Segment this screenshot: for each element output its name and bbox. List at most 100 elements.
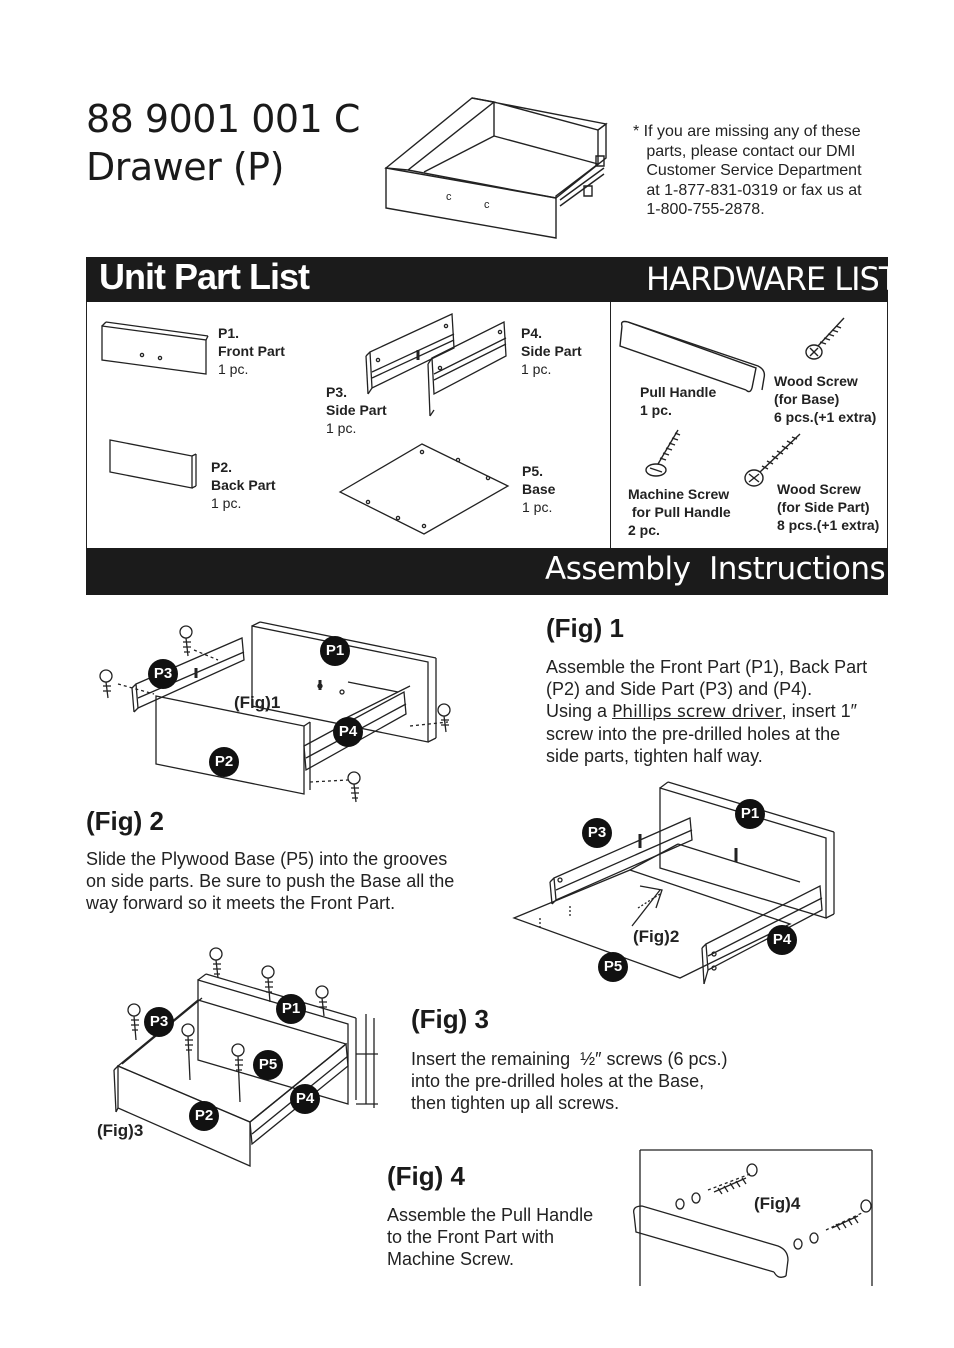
hw-wood-screw-base-detail: (for Base) — [774, 391, 840, 407]
fig4-tag: (Fig)4 — [754, 1194, 801, 1213]
part-p4-name: Side Part — [521, 343, 582, 359]
fig1-badge-p3: P3 — [148, 659, 178, 689]
assembly-title: Assembly Instructions — [545, 551, 886, 587]
fig1-line-3: Using a Phillips screw driver, insert 1″ — [546, 700, 896, 723]
fig1-line-3-suffix: , insert 1″ — [781, 701, 858, 721]
hw-wood-screw-base-label: Wood Screw (for Base) 6 pcs.(+1 extra) — [774, 372, 876, 426]
part-p3-qty: 1 pc. — [326, 420, 357, 436]
fig4-line-3: Machine Screw. — [387, 1249, 515, 1269]
fig3-badge-p4: P4 — [290, 1084, 320, 1114]
fig4-line-1: Assemble the Pull Handle — [387, 1205, 594, 1225]
part-list-box — [86, 302, 888, 548]
part-p1-id: P1. — [218, 325, 240, 341]
part-p4-qty: 1 pc. — [521, 361, 552, 377]
fig3-line-1: Insert the remaining ½″ screws (6 pcs.) — [411, 1049, 728, 1069]
fig1-line-4: screw into the pre-drilled holes at the — [546, 724, 841, 744]
part-p3-name: Side Part — [326, 402, 387, 418]
part-p5-name: Base — [522, 481, 556, 497]
part-p2-qty: 1 pc. — [211, 495, 242, 511]
fig3-badge-p2: P2 — [189, 1101, 219, 1131]
part-p4-label: P4. Side Part 1 pc. — [521, 324, 582, 378]
part-p2-id: P2. — [211, 459, 233, 475]
assembly-header-bar — [86, 548, 888, 595]
fig2-line-2: on side parts. Be sure to push the Base … — [86, 871, 455, 891]
model-number: 88 9001 001 C — [86, 97, 360, 141]
fig3-instructions: Insert the remaining ½″ screws (6 pcs.) … — [411, 1048, 771, 1114]
back-part-illustration — [108, 438, 198, 490]
part-list-divider — [610, 302, 611, 548]
wood-screw-side-icon — [742, 430, 806, 490]
part-p2-label: P2. Back Part 1 pc. — [211, 458, 276, 512]
hw-wood-screw-base-name: Wood Screw — [774, 373, 858, 389]
part-p4-id: P4. — [521, 325, 543, 341]
fig3-badge-p1: P1 — [276, 994, 306, 1024]
part-p3-label: P3. Side Part 1 pc. — [326, 383, 387, 437]
wood-screw-base-icon — [804, 314, 852, 362]
part-p5-label: P5. Base 1 pc. — [522, 462, 555, 516]
part-p3-id: P3. — [326, 384, 348, 400]
fig3-heading: (Fig) 3 — [411, 1004, 489, 1034]
part-p2-name: Back Part — [211, 477, 276, 493]
fig1-line-1: Assemble the Front Part (P1), Back Part — [546, 657, 868, 677]
base-illustration — [338, 442, 510, 536]
fig2-tag: (Fig)2 — [633, 927, 680, 946]
fig1-tag: (Fig)1 — [234, 693, 281, 712]
side-parts-illustration — [364, 312, 514, 420]
fig1-line-2: (P2) and Side Part (P3) and (P4). — [546, 679, 813, 699]
hw-wood-screw-side-detail: (for Side Part) — [777, 499, 870, 515]
unit-part-list-title: Unit Part List — [99, 256, 310, 297]
fig3-badge-p3: P3 — [144, 1007, 174, 1037]
fig3-badge-p5: P5 — [253, 1050, 283, 1080]
product-name: Drawer (P) — [86, 145, 284, 189]
hw-machine-screw-qty: 2 pc. — [628, 522, 660, 538]
fig1-instructions: Assemble the Front Part (P1), Back Part … — [546, 656, 896, 767]
part-list-header-bar — [86, 257, 888, 302]
fig4-illustration — [628, 1148, 884, 1288]
fig3-line-3: then tighten up all screws. — [411, 1093, 620, 1113]
hardware-list-title: HARDWARE LIST — [646, 260, 898, 298]
fig1-badge-p1: P1 — [320, 636, 350, 666]
part-p1-label: P1. Front Part 1 pc. — [218, 324, 285, 378]
fig2-badge-p4: P4 — [767, 925, 797, 955]
fig4-instructions: Assemble the Pull Handle to the Front Pa… — [387, 1204, 627, 1270]
fig2-illustration — [510, 778, 844, 990]
fig2-line-3: way forward so it meets the Front Part. — [86, 893, 396, 913]
part-p1-qty: 1 pc. — [218, 361, 249, 377]
svg-text:c: c — [446, 191, 452, 203]
hw-wood-screw-side-qty: 8 pcs.(+1 extra) — [777, 517, 880, 533]
front-part-illustration — [100, 322, 210, 376]
hw-pull-handle-qty: 1 pc. — [640, 402, 672, 418]
fig2-heading: (Fig) 2 — [86, 806, 164, 836]
fig2-badge-p5: P5 — [598, 952, 628, 982]
part-p5-id: P5. — [522, 463, 544, 479]
hw-wood-screw-side-name: Wood Screw — [777, 481, 861, 497]
machine-screw-icon — [644, 426, 684, 478]
hw-wood-screw-base-qty: 6 pcs.(+1 extra) — [774, 409, 877, 425]
part-p1-name: Front Part — [218, 343, 285, 359]
part-p5-qty: 1 pc. — [522, 499, 553, 515]
hw-machine-screw-detail: for Pull Handle — [628, 504, 731, 520]
fig3-tag: (Fig)3 — [97, 1121, 144, 1140]
hw-machine-screw-label: Machine Screw for Pull Handle 2 pc. — [628, 485, 731, 539]
hw-pull-handle-name: Pull Handle — [640, 384, 717, 400]
fig4-line-2: to the Front Part with — [387, 1227, 555, 1247]
drawer-illustration: c c — [384, 96, 614, 241]
fig2-badge-p1: P1 — [735, 799, 765, 829]
fig3-line-2: into the pre-drilled holes at the Base, — [411, 1071, 705, 1091]
svg-text:c: c — [484, 199, 490, 211]
fig2-badge-p3: P3 — [582, 818, 612, 848]
fig3-illustration — [110, 944, 382, 1168]
fig2-line-1: Slide the Plywood Base (P5) into the gro… — [86, 849, 448, 869]
hw-wood-screw-side-label: Wood Screw (for Side Part) 8 pcs.(+1 ext… — [777, 480, 879, 534]
fig1-badge-p2: P2 — [209, 747, 239, 777]
pull-handle-icon — [618, 318, 768, 394]
fig2-instructions: Slide the Plywood Base (P5) into the gro… — [86, 848, 496, 914]
fig1-heading: (Fig) 1 — [546, 613, 624, 643]
fig1-badge-p4: P4 — [333, 717, 363, 747]
hw-machine-screw-name: Machine Screw — [628, 486, 730, 502]
fig1-tool-name: Phillips screw driver — [612, 702, 782, 722]
fig4-heading: (Fig) 4 — [387, 1161, 465, 1191]
hw-pull-handle-label: Pull Handle 1 pc. — [640, 383, 716, 419]
fig1-line-5: side parts, tighten half way. — [546, 746, 763, 766]
fig1-illustration — [98, 622, 468, 812]
